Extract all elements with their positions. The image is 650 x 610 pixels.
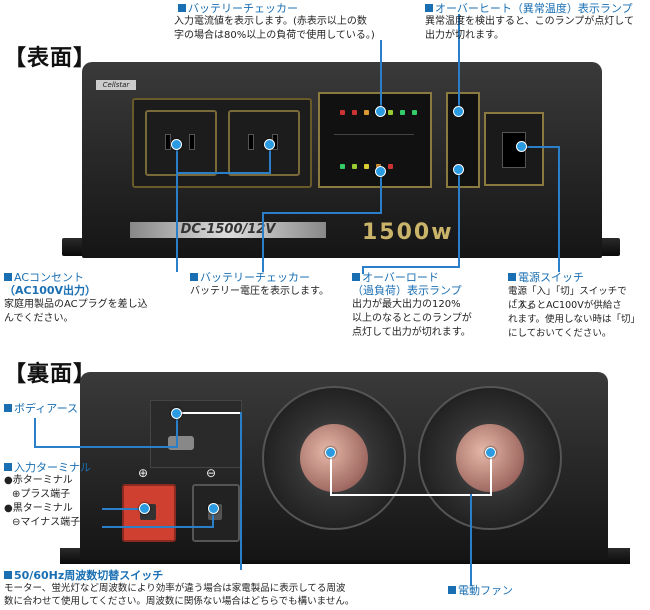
callout-ac-outlet-title: ACコンセント xyxy=(4,271,84,284)
leader-overload-tail xyxy=(362,266,364,274)
leader-fan-join xyxy=(330,494,492,496)
wattage-badge: 1500w xyxy=(362,220,454,245)
leader-fan-right-v xyxy=(490,452,492,496)
callout-ac-outlet-line1: 家庭用製品のACプラグを差し込 xyxy=(4,299,148,310)
callout-dot-terminal-black xyxy=(208,503,219,514)
leader-freq-v xyxy=(240,412,242,570)
callout-freq-switch-title: 50/60Hz周波数切替スイッチ xyxy=(4,569,163,582)
leader-battery-checker-bottom-v xyxy=(262,212,264,272)
callout-dot-battery-top xyxy=(375,106,386,117)
freq-switch-plate xyxy=(150,400,242,468)
callout-overheat-title: オーバーヒート（異常温度）表示ランプ xyxy=(425,2,633,15)
callout-overload-line1: 出力が最大出力の120% xyxy=(352,299,461,310)
callout-power-switch-line2: にするとAC100Vが供給さ xyxy=(508,300,622,311)
leader-fan-down xyxy=(470,494,472,586)
callout-dot-overheat xyxy=(453,106,464,117)
leader-battery-checker-bottom-h xyxy=(262,212,382,214)
leader-battery-checker-bottom xyxy=(380,172,382,212)
callout-dot-body-earth xyxy=(171,408,182,419)
callout-overload-title2: （過負荷）表示ランプ xyxy=(352,284,462,297)
terminal-minus-label: ⊖ xyxy=(206,466,217,480)
callout-input-terminal-title: 入力ターミナル xyxy=(4,461,91,474)
callout-freq-switch-line1: モーター、蛍光灯など周波数により効率が違う場合は家電製品に表示してる周波 xyxy=(4,583,346,594)
callout-input-terminal-line1: ●赤ターミナル xyxy=(4,475,73,486)
leader-ac-outlet-right xyxy=(269,144,271,172)
leader-terminal-black-v xyxy=(212,508,214,528)
callout-battery-checker-bottom-line1: バッテリー電圧を表示します。 xyxy=(190,286,329,297)
leader-battery-checker-top xyxy=(380,40,382,110)
callout-battery-checker-top-title: バッテリーチェッカー xyxy=(178,2,298,15)
warning-lamp-panel xyxy=(446,92,480,188)
leader-ac-outlet-join xyxy=(176,172,271,174)
leader-freq-h xyxy=(176,412,242,414)
leader-overload xyxy=(458,168,460,268)
callout-overload-title: オーバーロード xyxy=(352,271,439,284)
leader-body-earth-v xyxy=(34,418,36,446)
leader-fan-left-v xyxy=(330,452,332,496)
callout-dot-fan-right xyxy=(485,447,496,458)
electric-fan-left xyxy=(262,386,406,530)
leader-terminal-red xyxy=(102,508,144,510)
callout-ac-outlet-line2: んでください。 xyxy=(4,313,74,324)
callout-battery-checker-bottom-title: バッテリーチェッカー xyxy=(190,271,310,284)
callout-overheat-line1: 異常温度を検出すると、このランプが点灯して xyxy=(425,16,634,27)
leader-ac-outlet-left xyxy=(176,144,178,272)
callout-dot-battery-bottom xyxy=(375,166,386,177)
leader-terminal-black xyxy=(102,526,214,528)
model-plate: DC-1500/12V xyxy=(130,222,326,238)
callout-dot-ac-left xyxy=(171,139,182,150)
leader-body-earth-h xyxy=(34,446,176,448)
callout-dot-fan-left xyxy=(325,447,336,458)
callout-dot-ac-right xyxy=(264,139,275,150)
leader-overheat xyxy=(458,14,460,110)
power-switch[interactable] xyxy=(484,112,544,186)
callout-overheat-line2: 出力が切れます。 xyxy=(425,30,504,41)
callout-battery-checker-top-line2: 字の場合は80%以上の負荷で使用している。) xyxy=(174,30,375,41)
callout-dot-overload xyxy=(453,164,464,175)
callout-power-switch-line4: にしておいてください。 xyxy=(508,328,612,339)
red-input-terminal[interactable] xyxy=(122,484,176,542)
brand-badge: Cellstar xyxy=(96,80,136,90)
leader-power-switch-h xyxy=(520,146,560,148)
callout-input-terminal-line3: ●黒ターミナル xyxy=(4,503,73,514)
ac-outlet-left[interactable] xyxy=(145,110,217,176)
callout-power-switch-line3: れます。使用しない時は「切」 xyxy=(508,314,641,325)
terminal-plus-label: ⊕ xyxy=(138,466,149,480)
callout-freq-switch-line2: 数に合わせて使用してください。周波数に関係ない場合はどちらでも構いません。 xyxy=(4,596,355,607)
callout-ac-outlet-title2: （AC100V出力） xyxy=(4,284,97,297)
callout-dot-power-switch xyxy=(516,141,527,152)
callout-power-switch-title: 電源スイッチ xyxy=(508,271,584,284)
leader-power-switch-v xyxy=(558,146,560,272)
leader-body-earth-up xyxy=(176,414,178,448)
callout-power-switch-line1: 電源「入」「切」スイッチで「入」 xyxy=(508,286,627,311)
callout-body-earth-title: ボディアース xyxy=(4,402,78,415)
leader-overload-h xyxy=(362,266,460,268)
rear-heading: 【裏面】 xyxy=(4,362,97,387)
front-heading: 【表面】 xyxy=(4,46,97,71)
callout-input-terminal-line4: ⊖マイナス端子 xyxy=(12,517,81,528)
callout-dot-terminal-red xyxy=(139,503,150,514)
callout-input-terminal-line2: ⊕プラス端子 xyxy=(12,489,71,500)
callout-overload-line2: 以上のなるとこのランプが xyxy=(352,313,472,324)
callout-overload-line3: 点灯して出力が切れます。 xyxy=(352,327,471,338)
callout-electric-fan-title: 電動ファン xyxy=(448,584,513,597)
callout-battery-checker-top-line1: 入力電流値を表示します。(赤表示以上の数 xyxy=(174,16,367,27)
